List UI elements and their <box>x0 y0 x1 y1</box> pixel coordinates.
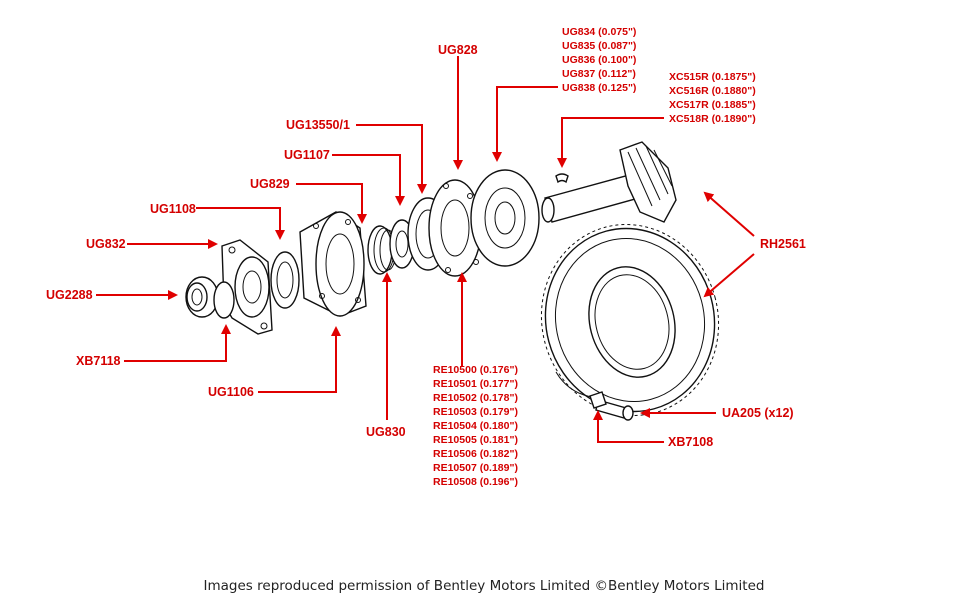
label-re10508: RE10508 (0.196") <box>433 476 518 488</box>
label-ua205: UA205 (x12) <box>722 406 794 420</box>
label-ug13550: UG13550/1 <box>286 118 350 132</box>
carrier-part <box>470 169 540 267</box>
label-ug828: UG828 <box>438 43 478 57</box>
label-ug835: UG835 (0.087") <box>562 40 636 52</box>
arrow-ug13550 <box>356 124 427 194</box>
label-re10507: RE10507 (0.189") <box>433 462 518 474</box>
arrow-ug829 <box>296 183 367 224</box>
pinion-gear-part <box>619 141 677 223</box>
label-re10502: RE10502 (0.178") <box>433 392 518 404</box>
washer-part <box>213 281 235 319</box>
arrow-rh2561-lower <box>703 253 755 298</box>
arrow-ug1106 <box>258 326 341 393</box>
arrow-xb7108 <box>593 410 664 443</box>
arrow-rh2561-upper <box>703 191 755 237</box>
arrow-xb7118 <box>124 324 231 362</box>
label-ug2288: UG2288 <box>46 288 93 302</box>
label-ug832: UG832 <box>86 237 126 251</box>
parts-illustration <box>185 141 720 421</box>
bearing-housing-part <box>428 179 482 277</box>
label-ug836: UG836 (0.100") <box>562 54 636 66</box>
arrow-ug1107 <box>332 154 405 206</box>
label-ug1107: UG1107 <box>284 148 330 162</box>
label-xc516r: XC516R (0.1880") <box>669 85 756 97</box>
label-re10506: RE10506 (0.182") <box>433 448 518 460</box>
label-xb7118: XB7118 <box>76 354 121 368</box>
label-re10501: RE10501 (0.177") <box>433 378 518 390</box>
part-labels: UG828 UG834 (0.075") UG835 (0.087") UG83… <box>46 26 806 488</box>
label-ug834: UG834 (0.075") <box>562 26 636 38</box>
callout-arrows <box>96 56 755 443</box>
label-ug830: UG830 <box>366 425 406 439</box>
flange-part <box>221 239 273 335</box>
label-re10503: RE10503 (0.179") <box>433 406 518 418</box>
label-rh2561: RH2561 <box>760 237 806 251</box>
label-xc517r: XC517R (0.1885") <box>669 99 756 111</box>
diff-case-part <box>299 211 367 317</box>
arrow-xc518r <box>557 117 664 168</box>
arrow-ug1108 <box>196 207 285 240</box>
lock-tab-part <box>589 391 607 409</box>
copyright-caption: Images reproduced permission of Bentley … <box>203 578 765 594</box>
arrow-ug838 <box>492 86 558 162</box>
pinion-shaft-part <box>541 171 647 223</box>
nut-part <box>185 276 219 318</box>
label-ug829: UG829 <box>250 177 290 191</box>
crown-wheel-part <box>540 224 720 416</box>
label-xc518r: XC518R (0.1890") <box>669 113 756 125</box>
label-ug1106: UG1106 <box>208 385 254 399</box>
ring-part <box>270 251 300 309</box>
label-re10505: RE10505 (0.181") <box>433 434 518 446</box>
label-xb7108: XB7108 <box>668 435 713 449</box>
label-ug838: UG838 (0.125") <box>562 82 636 94</box>
label-ug1108: UG1108 <box>150 202 196 216</box>
label-ug837: UG837 (0.112") <box>562 68 636 80</box>
label-re10500: RE10500 (0.176") <box>433 364 518 376</box>
label-xc515r: XC515R (0.1875") <box>669 71 756 83</box>
label-re10504: RE10504 (0.180") <box>433 420 518 432</box>
